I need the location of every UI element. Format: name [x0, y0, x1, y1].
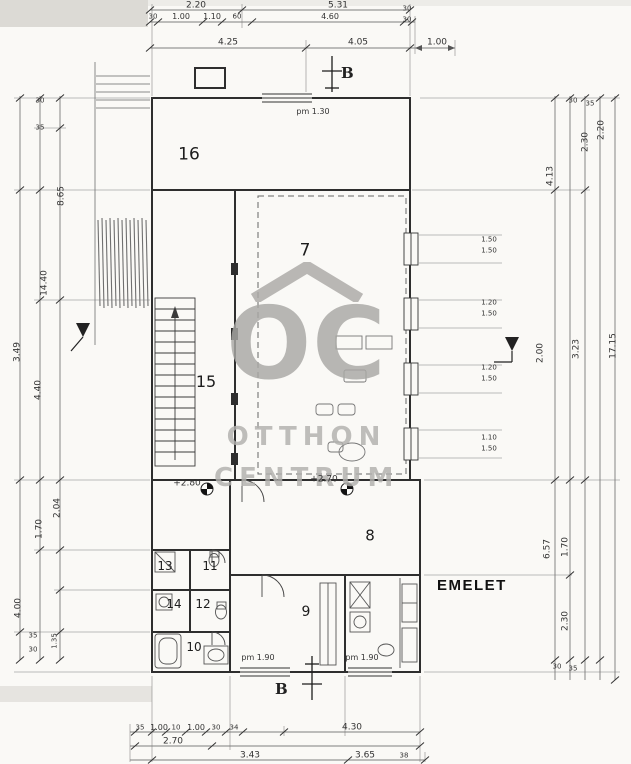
dimension-label: 1.50 — [481, 235, 497, 244]
dimension-label: 30 — [568, 96, 578, 105]
dimension-label: 4.40 — [33, 379, 44, 401]
dimension-label: 3.43 — [239, 750, 261, 761]
staircase — [154, 297, 196, 467]
room-number: 12 — [195, 597, 211, 611]
dimension-label: 30 — [148, 12, 158, 21]
dimension-label: 30 — [28, 645, 38, 654]
floor-label: EMELET — [437, 577, 507, 594]
walls — [151, 67, 421, 673]
annotation-label: +2.80 — [173, 478, 201, 489]
wall-pillars — [231, 263, 238, 465]
scan-artifacts — [0, 0, 631, 702]
room-number: 8 — [365, 526, 375, 545]
dimension-label: 2.00 — [535, 342, 546, 364]
dimension-label: 35 — [568, 664, 578, 673]
dimension-label: 1.50 — [481, 246, 497, 255]
room-number: 9 — [301, 604, 311, 620]
dimension-label: 1.70 — [560, 536, 571, 558]
dimension-label: 1.00 — [172, 12, 190, 21]
dimension-label: 4.00 — [13, 597, 24, 619]
dimension-label: 2.30 — [560, 610, 571, 632]
dimension-label: 2.30 — [580, 131, 591, 153]
dimension-label: 3.49 — [12, 341, 23, 363]
dimension-label: 2.04 — [52, 497, 63, 519]
dimension-label: 4.25 — [217, 37, 239, 48]
roof-dashed-outline — [257, 195, 407, 475]
room-number: 13 — [157, 559, 173, 573]
dimension-label: 38 — [399, 751, 409, 760]
dimension-label: 4.13 — [545, 165, 556, 187]
annotation-label: pm 1.90 — [345, 653, 379, 662]
dimension-label: 1.70 — [34, 518, 45, 540]
dimension-label: 5.31 — [327, 0, 349, 11]
dimension-label: 1.10 — [481, 433, 497, 442]
dimension-label: 35 — [28, 631, 38, 640]
section-label-b-bottom: B — [275, 680, 288, 698]
room-number: 16 — [178, 144, 200, 165]
furniture — [315, 335, 393, 462]
dimension-label: 3.23 — [571, 338, 582, 360]
dimension-label: 4.60 — [321, 12, 339, 21]
dimension-label: 17.15 — [608, 333, 619, 359]
doors — [211, 479, 285, 646]
section-line-b — [302, 56, 342, 700]
dimension-label: 6.57 — [542, 538, 553, 560]
wall-hatching — [97, 217, 149, 309]
dimension-label: 35 — [585, 99, 595, 108]
dimension-label: 10 — [171, 723, 181, 732]
dimension-label: 30 — [35, 96, 45, 105]
dimension-label: 30 — [552, 662, 562, 671]
dimension-label: 34 — [229, 723, 239, 732]
dimension-label: 1.10 — [203, 12, 221, 21]
dimension-label: 35 — [35, 123, 45, 132]
dimension-label: 1.50 — [481, 374, 497, 383]
level-marker-icon — [200, 482, 354, 496]
windows — [240, 92, 419, 679]
annotation-label: pm 1.90 — [241, 653, 275, 662]
dimension-label: 2.20 — [596, 119, 607, 141]
annotation-label: +2.70 — [310, 474, 338, 485]
dimension-label: 35 — [135, 723, 145, 732]
dimension-label: 30 — [211, 723, 221, 732]
dimension-label: 14.40 — [39, 270, 50, 296]
dimension-label: 1.35 — [50, 633, 59, 649]
dimension-label: 2.20 — [185, 0, 207, 11]
dimension-arrows — [415, 45, 455, 51]
annotation-label: pm 1.30 — [296, 107, 330, 116]
dimension-label: 30 — [402, 15, 412, 24]
dimension-chains — [19, 9, 616, 761]
dimension-label: 4.30 — [341, 722, 363, 733]
dimension-label: 1.00 — [426, 37, 448, 48]
dimension-label: 3.65 — [354, 750, 376, 761]
section-marker-left — [70, 323, 90, 352]
room-number: 14 — [166, 597, 182, 611]
section-label-b-top: B — [341, 64, 354, 82]
room-number: 11 — [202, 559, 218, 573]
dimension-label: 1.00 — [187, 723, 205, 732]
dimension-label: 1.20 — [481, 298, 497, 307]
room-number: 15 — [195, 372, 217, 391]
dimension-ticks — [15, 6, 620, 764]
dimension-label: 8.65 — [56, 185, 67, 207]
room-number: 10 — [186, 640, 202, 654]
dimension-label: 1.50 — [481, 309, 497, 318]
dimension-label: 2.70 — [162, 736, 184, 747]
room-number: 7 — [299, 240, 311, 261]
dimension-label: 1.50 — [481, 444, 497, 453]
extension-lines — [14, 4, 620, 762]
site-hatching — [94, 62, 150, 345]
dimension-label: 1.20 — [481, 363, 497, 372]
dimension-label: 60 — [232, 12, 242, 21]
fixtures — [154, 550, 418, 669]
dimension-label: 4.05 — [347, 37, 369, 48]
section-marker-right — [494, 337, 519, 363]
dimension-label: 1.00 — [150, 723, 168, 732]
dimension-label: 30 — [402, 4, 412, 13]
